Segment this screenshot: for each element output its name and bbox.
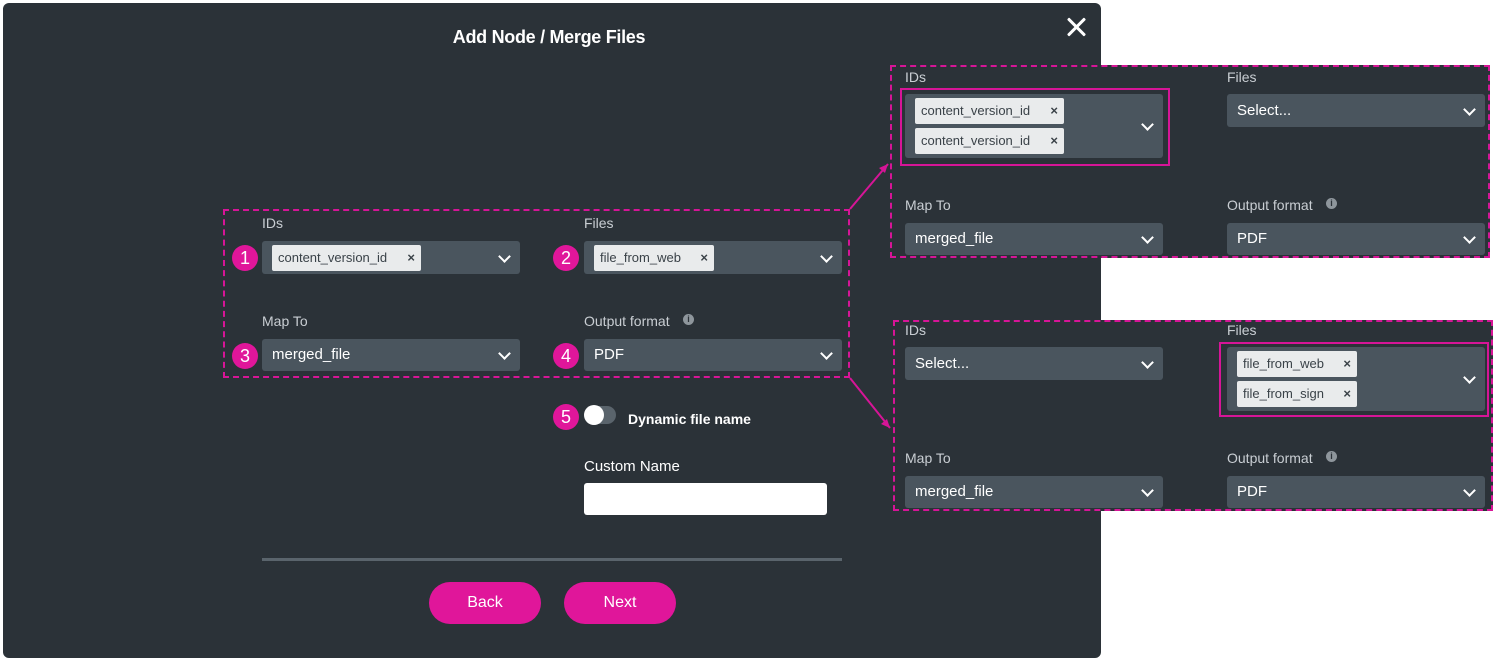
chevron-down-icon (1463, 484, 1476, 497)
remove-chip-icon[interactable]: × (1343, 381, 1351, 407)
chevron-down-icon (1463, 103, 1476, 116)
chip-label: content_version_id (921, 103, 1030, 118)
files-chip: file_from_web × (1237, 351, 1357, 377)
output-format-value: PDF (1237, 230, 1267, 247)
files-select[interactable]: file_from_web × file_from_sign × (1227, 347, 1485, 411)
ids-placeholder: Select... (915, 355, 969, 372)
ids-label: IDs (905, 322, 926, 338)
output-format-label: Output format (1227, 450, 1313, 466)
chip-label: content_version_id (921, 133, 1030, 148)
ids-select[interactable]: Select... (905, 347, 1163, 380)
files-chip: file_from_sign × (1237, 381, 1357, 407)
files-placeholder: Select... (1237, 102, 1291, 119)
files-label: Files (1227, 69, 1257, 85)
map-to-select[interactable]: merged_file (905, 476, 1163, 508)
info-icon[interactable]: i (1326, 451, 1337, 462)
map-to-label: Map To (905, 197, 951, 213)
chip-label: file_from_sign (1243, 386, 1324, 401)
chevron-down-icon (1463, 231, 1476, 244)
map-to-select[interactable]: merged_file (905, 223, 1163, 255)
output-format-select[interactable]: PDF (1227, 476, 1485, 508)
files-label: Files (1227, 322, 1257, 338)
chevron-down-icon (1463, 371, 1476, 384)
remove-chip-icon[interactable]: × (1050, 128, 1058, 154)
chevron-down-icon (1141, 118, 1154, 131)
output-format-select[interactable]: PDF (1227, 223, 1485, 255)
ids-select[interactable]: content_version_id × content_version_id … (905, 94, 1163, 158)
remove-chip-icon[interactable]: × (1343, 351, 1351, 377)
chevron-down-icon (1141, 356, 1154, 369)
chevron-down-icon (1141, 484, 1154, 497)
files-select[interactable]: Select... (1227, 94, 1485, 127)
map-to-value: merged_file (915, 230, 993, 247)
ids-label: IDs (905, 69, 926, 85)
ids-chip: content_version_id × (915, 128, 1064, 154)
remove-chip-icon[interactable]: × (1050, 98, 1058, 124)
output-format-value: PDF (1237, 483, 1267, 500)
map-to-value: merged_file (915, 483, 993, 500)
chip-label: file_from_web (1243, 356, 1324, 371)
info-icon[interactable]: i (1326, 198, 1337, 209)
ids-chip: content_version_id × (915, 98, 1064, 124)
map-to-label: Map To (905, 450, 951, 466)
chevron-down-icon (1141, 231, 1154, 244)
output-format-label: Output format (1227, 197, 1313, 213)
